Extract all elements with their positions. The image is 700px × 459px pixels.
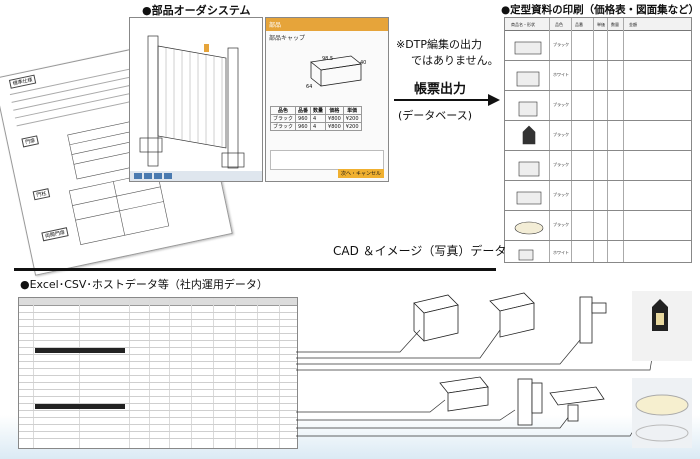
cap-drawing bbox=[310, 55, 362, 87]
dim-c: 64 bbox=[306, 84, 313, 90]
catalog-print-title: ●定型資料の印刷（価格表・図面集など） bbox=[501, 4, 700, 16]
catalog-sheet: 商品名・形状 品色 品番 単価 数量 金額 ブラック ホワイト ブラック ブラッ… bbox=[504, 17, 692, 263]
right-arrow-icon bbox=[394, 94, 500, 106]
panel-header: 部品 bbox=[266, 18, 388, 31]
catalog-col-header: 商品名・形状 bbox=[511, 22, 535, 27]
table-row[interactable]: ブラック 960 4 ¥800 ¥200 bbox=[269, 122, 362, 131]
catalog-color: ブラック bbox=[553, 162, 569, 167]
dim-b: 40 bbox=[360, 60, 367, 66]
part-table: 品色 品番 数量 価格 単価 ブラック 960 4 ¥800 ¥200 ブラック… bbox=[269, 106, 362, 131]
catalog-color: ブラック bbox=[553, 132, 569, 137]
catalog-color: ブラック bbox=[553, 192, 569, 197]
part-detail-window: 部品 部品キャップ 98.5 40 64 品色 品番 数量 価格 単価 ブラック… bbox=[265, 17, 389, 182]
catalog-color: ブラック bbox=[553, 222, 569, 227]
cell: ¥200 bbox=[342, 122, 362, 131]
catalog-col-header: 品色 bbox=[555, 22, 563, 27]
catalog-col-header: 単価 bbox=[597, 22, 605, 27]
output-label: 帳票出力 bbox=[414, 82, 467, 97]
dtp-note-line1: ※DTP編集の出力 bbox=[396, 38, 483, 51]
cell: 4 bbox=[310, 122, 327, 131]
catalog-color: ブラック bbox=[553, 102, 569, 107]
section-divider bbox=[14, 268, 496, 271]
excel-data-title: ●Excel･CSV･ホストデータ等（社内運用データ） bbox=[20, 278, 268, 291]
dtp-note-line2: ではありません。 bbox=[411, 54, 499, 67]
catalog-thumbnails bbox=[514, 41, 544, 261]
gate-drawing bbox=[130, 35, 262, 181]
gate-drawing-window bbox=[129, 17, 263, 182]
catalog-col-header: 品番 bbox=[575, 22, 583, 27]
catalog-color: ホワイト bbox=[553, 72, 569, 77]
cad-data-label: CAD ＆イメージ（写真）データ bbox=[333, 244, 507, 258]
output-sublabel: (データベース) bbox=[398, 109, 473, 122]
panel-title: 部品キャップ bbox=[269, 35, 306, 42]
order-system-title: ●部品オーダシステム bbox=[142, 4, 251, 17]
parts-drawings bbox=[413, 291, 692, 448]
excel-sheet bbox=[18, 297, 298, 449]
catalog-col-header: 金額 bbox=[629, 22, 637, 27]
dim-a: 98.5 bbox=[322, 56, 334, 62]
catalog-color: ホワイト bbox=[553, 250, 569, 255]
notes-box bbox=[270, 150, 384, 170]
next-button[interactable]: 次へ・キャンセル bbox=[337, 169, 384, 178]
catalog-header-row bbox=[505, 18, 691, 31]
catalog-col-header: 数量 bbox=[611, 22, 619, 27]
catalog-color: ブラック bbox=[553, 42, 569, 47]
